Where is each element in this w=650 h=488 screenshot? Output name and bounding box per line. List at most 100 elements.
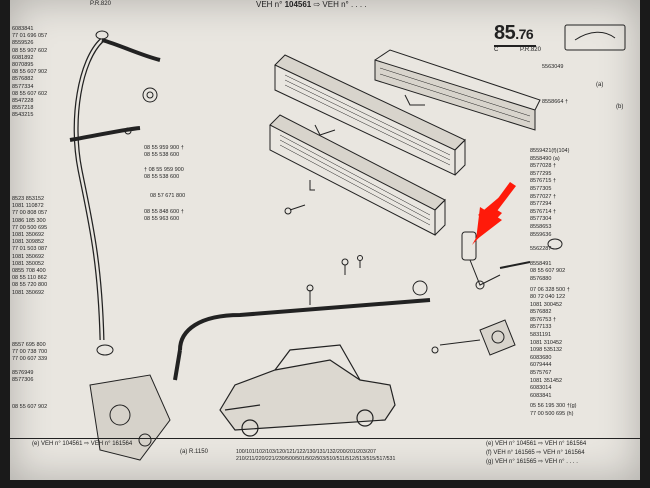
exploded-diagram: [69, 24, 626, 461]
heater-radiator-upper: [274, 54, 466, 176]
list-item: 77 01 503 087: [12, 246, 48, 253]
part-tag: †: [552, 316, 557, 323]
list-item: 8559526: [12, 40, 34, 47]
part-number: 6079444: [530, 362, 552, 369]
part-number: 07 06 328 500: [530, 286, 566, 293]
list-item: 1081 309852: [12, 239, 45, 246]
top-left-pr-code: P.R.820: [90, 1, 111, 7]
part-number: 08 57 671 800: [150, 193, 186, 199]
part-tag: †: [552, 208, 557, 215]
veh-range-header: VEH n° 104561 ⇨ VEH n° . . . .: [256, 0, 367, 9]
footer-veh-range-left: (e) VEH n° 104561 ⇨ VEH n° 161564: [32, 441, 133, 447]
part-number: 08 55 538 600: [144, 174, 180, 181]
part-number: 8576882: [530, 309, 552, 316]
mid-callout-1: 08 55 959 900 † 08 55 538 600: [144, 145, 184, 159]
page-number: 85.76: [494, 22, 534, 45]
list-item: 77 00 607 339: [12, 356, 48, 363]
page-number-main: 85: [494, 22, 516, 44]
part-number: 1081 300452: [530, 301, 563, 308]
list-item: 8576882: [12, 76, 34, 83]
mid-callout-4: 08 55 848 600 † 08 55 963 600: [144, 209, 184, 223]
part-number: 8576715: [530, 178, 552, 185]
footer-model-code: (a) R.1150: [180, 449, 208, 455]
part-number: 5563049: [542, 64, 564, 70]
part-number: 05 56 195 300: [530, 403, 566, 410]
part-number: 77 00 500 695: [530, 411, 566, 417]
thumbnail-sketch: [564, 24, 626, 51]
part-number: 1098 535132: [530, 347, 563, 354]
sub-pr: P.R.820: [520, 47, 541, 53]
list-item: 1081 350692: [12, 232, 45, 239]
veh-arrow-text: ⇨ VEH n°: [313, 0, 349, 9]
part-number: 80 72 040 122: [530, 294, 566, 301]
list-item: 77 00 500 695: [12, 224, 48, 231]
grommet: [412, 280, 428, 296]
veh-number: 104561: [284, 0, 312, 9]
car-illustration: [219, 344, 396, 437]
list-item: 6083841: [12, 26, 34, 32]
water-valve: [461, 231, 501, 290]
part-number: 8577295: [530, 170, 552, 177]
part-number: 1081 310452: [530, 339, 563, 346]
hose-clamp: [95, 30, 109, 40]
list-item: 77 00 738 700: [12, 349, 48, 356]
highlight-arrow: [472, 182, 516, 245]
heater-radiator-lower: [269, 114, 446, 236]
part-number: 6083841: [530, 392, 552, 399]
lower-pipe: [178, 298, 431, 351]
right-parts-list: 8559421(f)(104) 8558490 (a) 8577028 † 85…: [530, 148, 577, 419]
part-number: 8558664: [542, 99, 564, 106]
list-item: 8576949: [12, 369, 34, 376]
bracket: [404, 94, 425, 106]
part-tag: (f)(104): [551, 148, 570, 154]
footer-rule: [10, 438, 640, 439]
bracket: [314, 124, 336, 136]
part-number: 8577133: [530, 324, 552, 331]
part-number: 8576714: [530, 208, 552, 215]
list-item: 1081 350692: [12, 289, 45, 296]
part-tag: †: [552, 163, 557, 170]
list-item: 1081 110872: [12, 203, 44, 210]
list-item: 08 55 720 800: [12, 282, 48, 289]
left-parts-lower-list: 8523 853152 1081 110872 77 00 808 057 10…: [12, 196, 47, 297]
page-number-decimal: .76: [515, 26, 534, 42]
bracket: [309, 180, 315, 191]
right-tag-a: (a): [596, 82, 604, 88]
fasteners: [124, 127, 363, 305]
list-item: 1081 350052: [12, 260, 45, 267]
part-number: 8577304: [530, 216, 552, 223]
list-item: 8543215: [12, 112, 34, 119]
veh-prefix: VEH n°: [256, 0, 283, 9]
part-number: 8558491: [530, 260, 552, 267]
dagger-mark: †: [180, 145, 184, 151]
list-item: 6081892: [12, 54, 34, 61]
engine-block: [89, 374, 171, 461]
list-item: 0855 708 400: [12, 268, 46, 275]
list-item: 8577334: [12, 83, 34, 90]
list-item: 08 55 607 902: [12, 404, 48, 411]
part-number: 8577305: [530, 185, 552, 192]
list-item: 08 55 907 602: [12, 47, 48, 54]
list-item: 8557 695 800: [12, 342, 46, 348]
part-number: 08 55 959 900: [148, 167, 184, 173]
footer-veh-range-g: (g) VEH n° 161565 ⇨ VEH n° . . . .: [486, 459, 578, 465]
dagger-mark: †: [180, 209, 184, 215]
part-number: 1081 351452: [530, 377, 563, 384]
right-parts-top: 5563049 8558664 †: [542, 64, 568, 106]
hose-clamp-bottom: [96, 344, 114, 356]
part-number: 08 55 538 600: [144, 152, 180, 159]
list-item: 08 55 110 862: [12, 275, 47, 282]
list-item: 1081 350692: [12, 253, 45, 260]
page-number-underline: [494, 45, 536, 47]
footer-variants-2: 210/211/220/221/230/500/501/502/503/510/…: [236, 456, 396, 462]
part-number: 8576880: [530, 275, 552, 282]
part-number: 6083014: [530, 385, 552, 392]
part-number: 08 55 848 600: [144, 209, 180, 215]
part-number: 08 55 607 902: [530, 268, 566, 275]
sensor: [547, 238, 563, 250]
grommet: [142, 87, 158, 103]
list-item: 8547228: [12, 98, 34, 105]
veh-dots: . . . .: [350, 0, 367, 9]
list-item: 1086 185 300: [12, 217, 46, 224]
dagger-mark: †: [564, 99, 569, 106]
